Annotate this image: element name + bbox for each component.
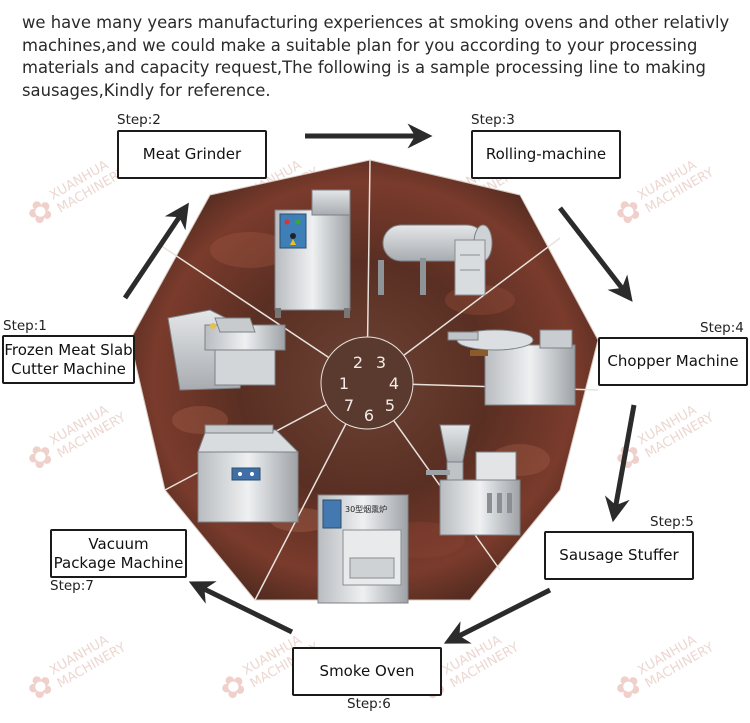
center-number: 5: [385, 396, 395, 415]
box-line: Vacuum: [88, 534, 149, 553]
box-line: Cutter Machine: [11, 359, 126, 378]
center-number: 3: [376, 353, 386, 372]
box-line: Frozen Meat Slab: [4, 340, 133, 359]
center-number: 6: [364, 406, 374, 425]
tumbler-machine-icon: [378, 224, 493, 296]
step-label-6: Step:6: [347, 696, 391, 712]
step-box-vacuum-package-machine: Vacuum Package Machine: [50, 529, 187, 578]
step-label-3: Step:3: [471, 112, 515, 128]
arrow-6-7: [188, 581, 294, 635]
arrow-3-4: [558, 206, 633, 302]
step-box-smoke-oven: Smoke Oven: [292, 647, 442, 696]
step-label-1: Step:1: [3, 318, 47, 334]
step-box-chopper-machine: Chopper Machine: [598, 337, 748, 386]
smoke-oven-machine-icon: 30型烟熏炉: [317, 494, 409, 604]
center-circle: [320, 336, 414, 430]
step-box-frozen-meat-slab-cutter: Frozen Meat Slab Cutter Machine: [2, 335, 135, 384]
meat-grinder-machine-icon: [274, 189, 351, 318]
intro-paragraph: we have many years manufacturing experie…: [22, 13, 730, 100]
flow-arrows: [122, 123, 637, 644]
arrow-1-2: [122, 202, 189, 300]
box-line: Package Machine: [53, 553, 184, 572]
bowl-chopper-machine-icon: [447, 329, 576, 406]
center-number: 4: [389, 374, 399, 393]
step-label-5: Step:5: [650, 514, 694, 530]
step-label-2: Step:2: [117, 112, 161, 128]
step-box-meat-grinder: Meat Grinder: [117, 130, 267, 179]
step-label-4: Step:4: [700, 320, 744, 336]
vacuum-packer-machine-icon: [197, 424, 300, 523]
slab-cutter-machine-icon: [167, 309, 286, 391]
step-label-7: Step:7: [50, 578, 94, 594]
center-number: 2: [353, 353, 363, 372]
step-box-rolling-machine: Rolling-machine: [471, 130, 621, 179]
center-numbers: 2 3 4 5 6 7 1: [339, 353, 399, 425]
step-box-sausage-stuffer: Sausage Stuffer: [544, 531, 694, 580]
arrow-5-6: [443, 587, 552, 644]
arrow-4-5: [604, 404, 637, 523]
center-number: 1: [339, 374, 349, 393]
sausage-stuffer-machine-icon: [426, 424, 521, 536]
center-number: 7: [344, 396, 354, 415]
oven-label: 30型烟熏炉: [345, 504, 387, 514]
